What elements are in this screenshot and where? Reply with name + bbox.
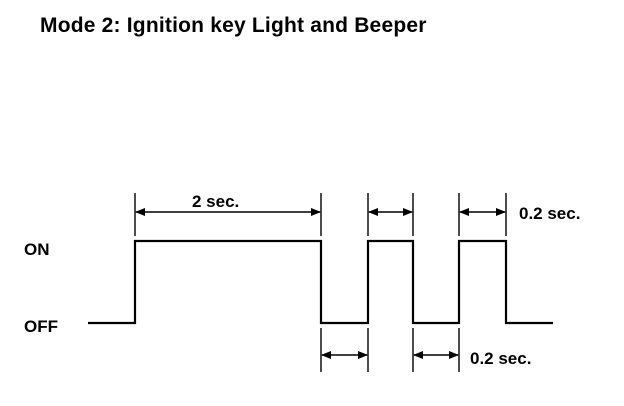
on-level-label: ON	[24, 240, 50, 259]
gap-duration-label: 0.2 sec.	[470, 349, 531, 368]
upper-extension-lines	[134, 193, 507, 236]
off-level-label: OFF	[24, 317, 58, 336]
on-duration-label: 2 sec.	[192, 192, 239, 211]
diagram-title: Mode 2: Ignition key Light and Beeper	[40, 14, 427, 37]
pulse-duration-label: 0.2 sec.	[519, 204, 580, 223]
lower-extension-lines	[320, 328, 460, 372]
signal-waveform	[88, 239, 553, 325]
